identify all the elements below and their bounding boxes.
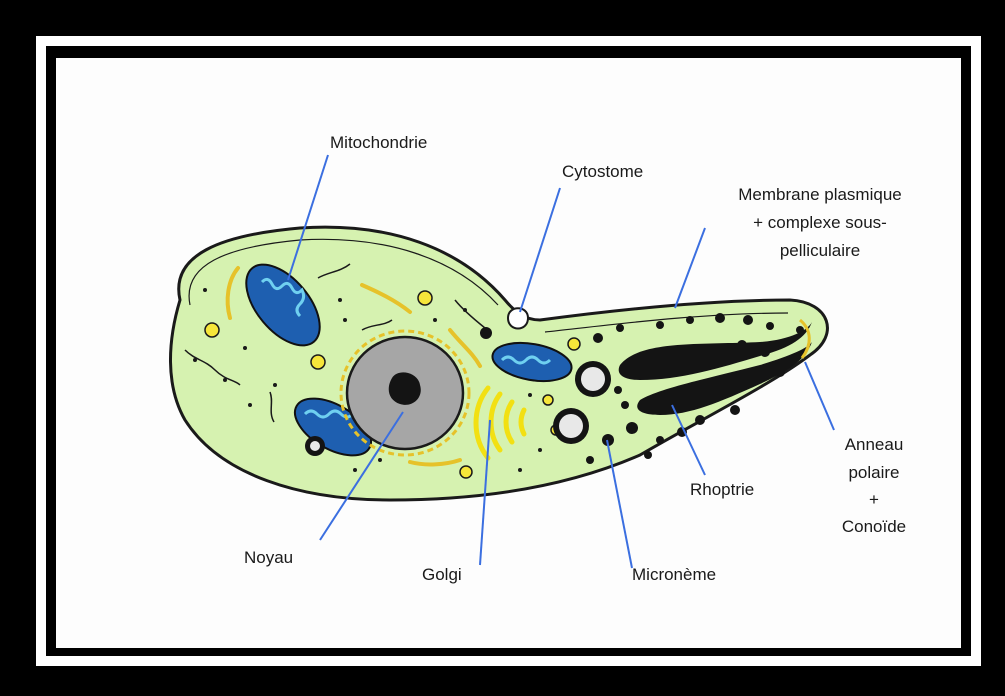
label-membrane-line2: + complexe sous-	[753, 213, 887, 232]
label-mitochondrie: Mitochondrie	[330, 133, 427, 152]
label-membrane-line1: Membrane plasmique	[738, 185, 901, 204]
label-membrane-line3: pelliculaire	[780, 241, 860, 260]
label-anneau-line3: +	[869, 490, 879, 509]
label-rhoptrie: Rhoptrie	[690, 480, 754, 499]
label-anneau-line4: Conoïde	[842, 517, 906, 536]
label-golgi: Golgi	[422, 565, 462, 584]
label-noyau: Noyau	[244, 548, 293, 567]
label-anneau-line1: Anneau	[845, 435, 904, 454]
label-cytostome: Cytostome	[562, 162, 643, 181]
cytostome-pore	[508, 308, 528, 328]
label-microneme: Micronème	[632, 565, 716, 584]
label-anneau-line2: polaire	[848, 463, 899, 482]
